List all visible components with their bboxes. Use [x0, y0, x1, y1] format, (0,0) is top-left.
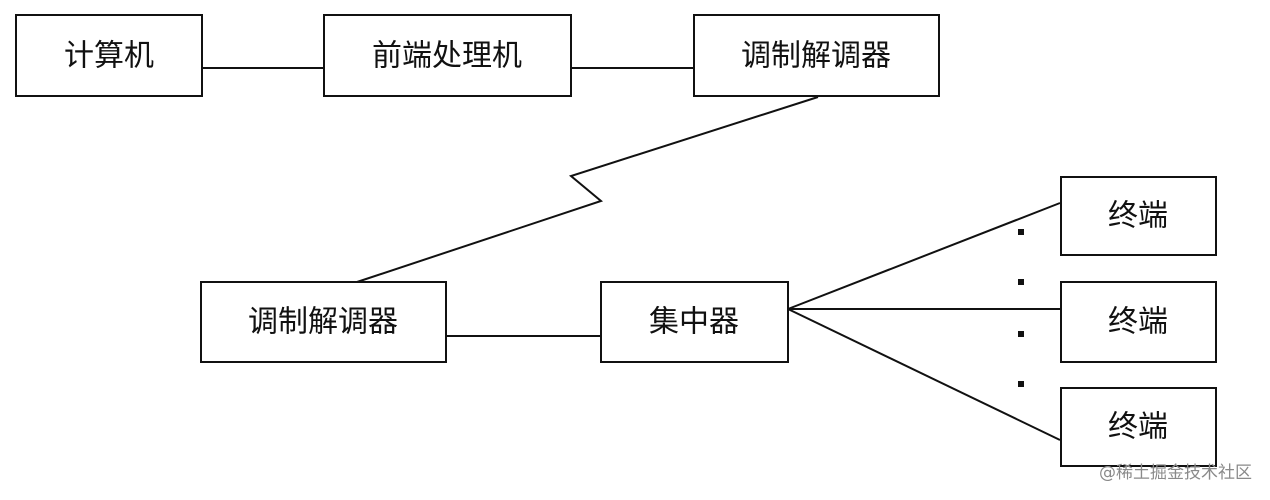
node-terminal-3-label: 终端 [1108, 410, 1168, 445]
node-terminal-1-label: 终端 [1108, 199, 1168, 234]
node-frontend-processor: 前端处理机 [323, 14, 572, 97]
node-computer-label: 计算机 [64, 39, 154, 74]
node-terminal-3: 终端 [1060, 387, 1217, 467]
node-modem-top: 调制解调器 [693, 14, 940, 97]
node-modem-top-label: 调制解调器 [741, 39, 891, 74]
link-concentrator-terminal-3 [787, 308, 1061, 441]
node-terminal-2-label: 终端 [1108, 305, 1168, 340]
node-computer: 计算机 [15, 14, 203, 97]
node-concentrator: 集中器 [600, 281, 789, 363]
link-concentrator-terminal-1 [787, 202, 1061, 310]
ellipsis-dot [1018, 229, 1024, 235]
node-modem-bottom-label: 调制解调器 [248, 305, 398, 340]
node-terminal-1: 终端 [1060, 176, 1217, 256]
node-terminal-2: 终端 [1060, 281, 1217, 363]
node-modem-bottom: 调制解调器 [200, 281, 447, 363]
ellipsis-dot [1018, 279, 1024, 285]
watermark-text: @稀土掘金技术社区 [1099, 463, 1252, 483]
ellipsis-dot [1018, 381, 1024, 387]
link-telephone-line [356, 96, 819, 283]
node-frontend-processor-label: 前端处理机 [372, 39, 522, 74]
ellipsis-dot [1018, 331, 1024, 337]
node-concentrator-label: 集中器 [649, 305, 739, 340]
